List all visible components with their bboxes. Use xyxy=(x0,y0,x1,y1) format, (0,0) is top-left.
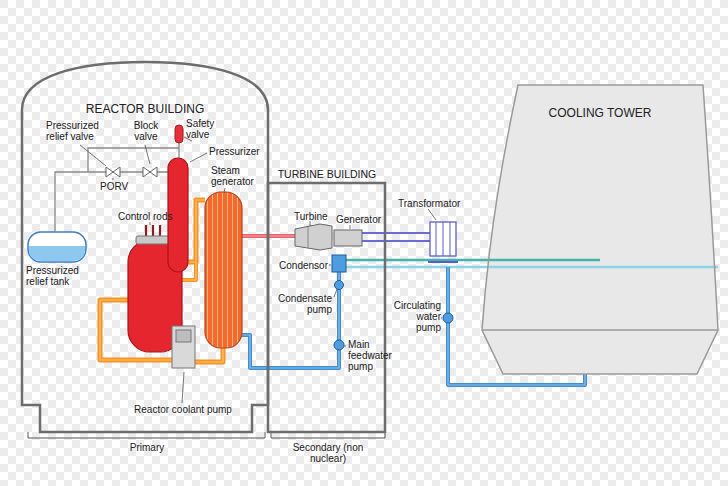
circulating-line xyxy=(448,267,585,385)
part-label: Circulating water pump xyxy=(389,300,441,333)
tower-outline xyxy=(478,84,722,376)
leader-lines xyxy=(80,137,442,403)
part-label: Steam generator xyxy=(211,165,265,187)
coolant-pump xyxy=(172,326,195,368)
region-heading: REACTOR BUILDING xyxy=(86,102,204,116)
circulating-pump xyxy=(443,313,453,323)
part-label: Turbine xyxy=(294,211,334,222)
feedwater-line xyxy=(242,272,339,368)
power-wire xyxy=(362,232,430,234)
building-region: REACTOR BUILDING xyxy=(22,62,268,432)
tower-lip xyxy=(482,329,718,331)
part-label: Block valve xyxy=(126,120,166,142)
region-heading: COOLING TOWER xyxy=(549,106,652,120)
steam-generator xyxy=(205,192,242,348)
relief-tank xyxy=(28,232,86,262)
building-outline xyxy=(22,62,268,432)
region-heading: TURBINE BUILDING xyxy=(278,168,377,180)
safety-stem xyxy=(178,142,179,160)
building-outline xyxy=(22,62,268,432)
turbine xyxy=(295,224,332,250)
condensate-pump xyxy=(335,281,344,290)
generator xyxy=(334,230,362,246)
part-label: Pressurizer xyxy=(209,146,269,157)
power-wire xyxy=(362,240,430,242)
part-label: Control rods xyxy=(118,211,188,222)
pipe-highlight xyxy=(195,348,223,362)
feedwater-pump xyxy=(334,340,344,350)
section-label: Primary xyxy=(117,442,177,453)
valve-symbols xyxy=(106,167,157,177)
safety-valve xyxy=(175,125,183,143)
cooling-tower: COOLING TOWER xyxy=(478,84,722,376)
part-label: Safety valve xyxy=(186,118,226,140)
section-label: Secondary (non nuclear) xyxy=(284,442,372,464)
tower-outline xyxy=(482,85,718,374)
part-label: Reactor coolant pump xyxy=(128,404,238,415)
part-label: Generator xyxy=(336,214,384,225)
pipe-highlight xyxy=(448,267,585,385)
part-label: PORV xyxy=(100,181,130,192)
condensor xyxy=(332,255,346,272)
pump-pipe xyxy=(195,348,223,362)
tower-fill xyxy=(482,85,718,374)
part-label: Condensor xyxy=(272,260,328,271)
building-outline xyxy=(268,183,385,432)
part-label: Condensate pump xyxy=(270,293,332,315)
transformator xyxy=(428,222,458,262)
pipe-highlight xyxy=(242,272,339,368)
part-label: Transformator xyxy=(398,198,468,209)
part-label: Pressurized relief tank xyxy=(26,265,92,287)
part-label: Pressurized relief valve xyxy=(46,120,112,142)
part-label: Main feedwater pump xyxy=(348,339,400,372)
water-level xyxy=(346,266,718,269)
